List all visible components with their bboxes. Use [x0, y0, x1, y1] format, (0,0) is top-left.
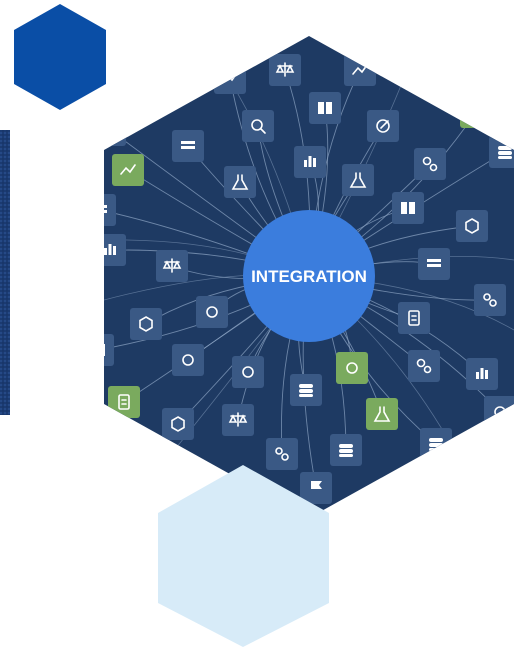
gears-icon [414, 148, 446, 180]
book-icon [172, 344, 204, 376]
columns-icon [392, 192, 424, 224]
balance-scale-icon [222, 404, 254, 436]
chart-line-icon [112, 154, 144, 186]
flask-icon [224, 166, 256, 198]
light-blue-hexagon [158, 465, 329, 647]
archive-icon [162, 408, 194, 440]
link-icon [474, 284, 506, 316]
table-icon [104, 334, 114, 366]
signature-icon [232, 356, 264, 388]
flag-icon [300, 472, 332, 504]
integration-hub [243, 210, 375, 342]
top-blue-hexagon [14, 4, 106, 110]
bar-chart-icon [466, 358, 498, 390]
document-icon [460, 96, 492, 128]
server-icon [104, 114, 126, 146]
thumb-icon [336, 352, 368, 384]
search-icon [242, 110, 274, 142]
left-textured-hexagon [0, 130, 10, 415]
test-tube-icon [366, 398, 398, 430]
list-icon [104, 194, 116, 226]
bar-chart-icon [294, 146, 326, 178]
layers-icon [196, 296, 228, 328]
gears-icon [408, 350, 440, 382]
script-icon [398, 302, 430, 334]
network-icon [484, 396, 514, 428]
card-icon [418, 248, 450, 280]
columns-icon [309, 92, 341, 124]
lab-icon [342, 164, 374, 196]
hub-label: INTEGRATION [251, 267, 367, 286]
cube-icon [456, 210, 488, 242]
database-icon [489, 136, 514, 168]
shield-icon [130, 308, 162, 340]
chart-line-icon [214, 62, 246, 94]
icon-tiles [104, 54, 514, 504]
link-icon [266, 438, 298, 470]
bar-chart-icon [104, 234, 126, 266]
document-icon [108, 386, 140, 418]
balance-scale-icon [269, 54, 301, 86]
balance-scale-icon [156, 250, 188, 282]
list-icon [172, 130, 204, 162]
database-icon [330, 434, 362, 466]
edit-icon [367, 110, 399, 142]
database-icon [420, 428, 452, 460]
database-icon [290, 374, 322, 406]
chart-line-icon [344, 54, 376, 86]
